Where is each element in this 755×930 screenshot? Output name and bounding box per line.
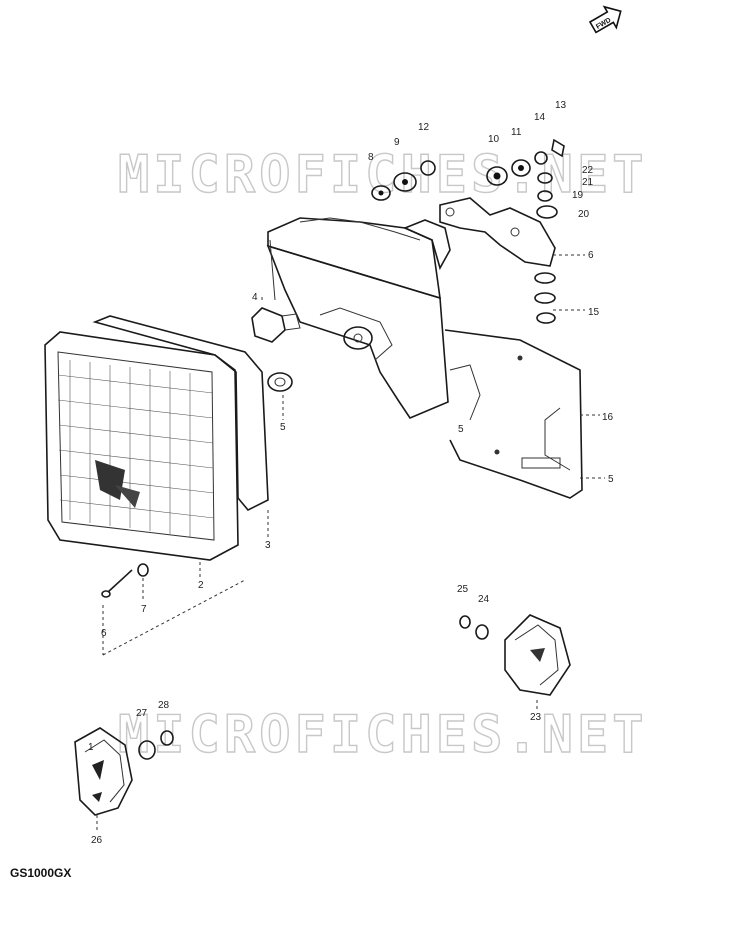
callout-14: 14 <box>534 112 546 123</box>
callout-11: 11 <box>511 127 522 138</box>
callout-6b: 6 <box>588 250 594 261</box>
callout-6a: 6 <box>101 628 107 639</box>
grommet <box>267 372 293 392</box>
leader-lines <box>96 254 605 832</box>
callout-8: 8 <box>368 152 374 163</box>
callout-5a: 5 <box>280 422 286 433</box>
callout-23: 23 <box>530 712 542 723</box>
callout-25: 25 <box>457 584 469 595</box>
callout-7: 7 <box>141 604 147 615</box>
callout-4: 4 <box>252 292 258 303</box>
lens-gasket <box>92 315 269 511</box>
callout-2: 2 <box>198 580 204 591</box>
callout-21: 21 <box>582 177 594 188</box>
callout-22: 22 <box>582 165 594 176</box>
callout-5c: 5 <box>458 424 464 435</box>
callout-27: 27 <box>136 708 148 719</box>
washer-row <box>371 138 565 219</box>
callout-26: 26 <box>91 835 103 846</box>
mounting-bracket <box>439 197 556 267</box>
screw <box>101 569 133 598</box>
license-bracket <box>444 329 583 499</box>
callout-13: 13 <box>555 100 567 111</box>
callout-5b: 5 <box>608 474 614 485</box>
bulb <box>251 307 301 343</box>
reflector <box>504 614 571 696</box>
reflector-lower <box>74 727 133 816</box>
callout-9: 9 <box>394 137 400 148</box>
callout-10: 10 <box>488 134 500 145</box>
spacer-stack <box>534 272 556 324</box>
screw-washer <box>137 563 149 577</box>
watermark-bottom: MICROFICHES.NET <box>118 705 648 765</box>
lamp-housing <box>266 217 451 419</box>
callout-24: 24 <box>478 594 490 605</box>
front-direction-arrow-icon: FWD <box>588 5 622 34</box>
watermark-top: MICROFICHES.NET <box>118 145 648 205</box>
callout-28: 28 <box>158 700 170 711</box>
callout-1: 1 <box>88 742 94 753</box>
callout-20: 20 <box>578 209 590 220</box>
callout-15: 15 <box>588 307 600 318</box>
model-label: GS1000GX <box>10 866 72 880</box>
callout-19: 19 <box>572 190 584 201</box>
tail-lamp-lens <box>44 331 239 561</box>
callout-12: 12 <box>418 122 430 133</box>
callout-labels: 1 2 3 4 5 5 5 6 6 7 8 9 10 11 12 13 14 1… <box>88 100 614 846</box>
callout-16: 16 <box>602 412 614 423</box>
callout-3: 3 <box>265 540 271 551</box>
